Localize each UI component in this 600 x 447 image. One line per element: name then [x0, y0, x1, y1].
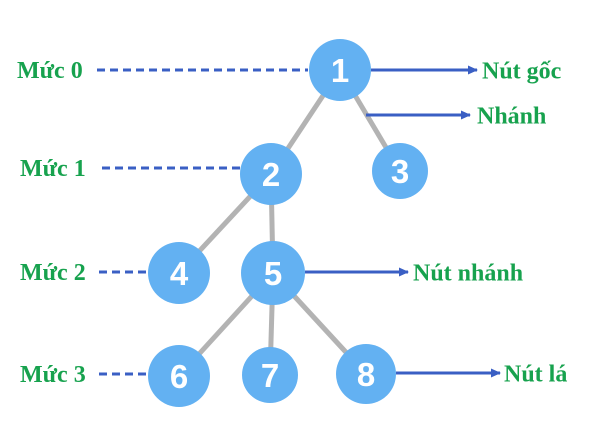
tree-node-label-4: 4 [170, 255, 189, 292]
tree-node-label-3: 3 [391, 153, 409, 190]
tree-node-3 [372, 143, 428, 199]
level-label-2: Mức 2 [20, 260, 86, 286]
tree-node-8 [336, 344, 396, 404]
tree-node-label-2: 2 [262, 156, 280, 193]
callout-label-branch-node: Nút nhánh [413, 261, 523, 287]
callout-label-branch: Nhánh [477, 104, 546, 130]
tree-node-label-6: 6 [170, 358, 188, 395]
tree-node-7 [242, 347, 298, 403]
level-label-3: Mức 3 [20, 362, 86, 388]
callout-label-leaf: Nút lá [504, 362, 567, 388]
tree-node-1 [309, 39, 371, 101]
tree-node-label-5: 5 [264, 255, 282, 292]
tree-node-label-1: 1 [331, 52, 349, 89]
tree-node-4 [148, 242, 210, 304]
tree-node-6 [148, 345, 210, 407]
callout-label-root: Nút gốc [482, 59, 562, 85]
tree-node-label-7: 7 [261, 357, 279, 394]
level-label-1: Mức 1 [20, 156, 86, 182]
tree-node-5 [241, 241, 305, 305]
tree-node-2 [240, 143, 302, 205]
level-label-0: Mức 0 [17, 58, 83, 84]
tree-node-label-8: 8 [357, 356, 375, 393]
